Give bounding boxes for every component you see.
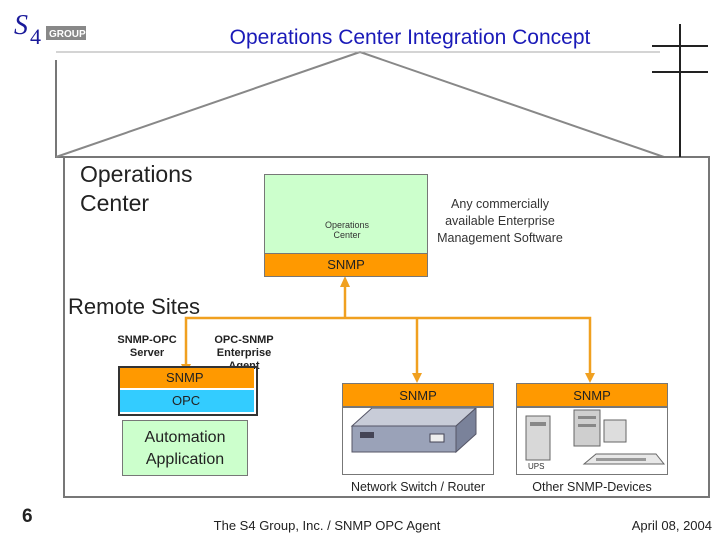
other-devices-snmp-bar: SNMP — [516, 383, 668, 408]
stack-opc-layer: OPC — [120, 390, 254, 412]
modem-icon — [582, 419, 666, 465]
server-icon — [573, 409, 601, 447]
enterprise-software-label: Any commercially available Enterprise Ma… — [437, 197, 563, 245]
house-roof — [55, 60, 664, 158]
ups-icon — [525, 415, 551, 461]
footer-company: The S4 Group, Inc. / SNMP OPC Agent — [213, 518, 441, 533]
house-body — [63, 156, 710, 498]
network-switch-box — [342, 406, 494, 475]
s4-group-logo: S 4 GROUP — [6, 4, 88, 49]
footer-date: April 08, 2004 — [631, 518, 712, 533]
remote-sites-label: Remote Sites — [68, 294, 201, 319]
page-title: Operations Center Integration Concept — [229, 26, 591, 49]
roof-left-slope — [55, 51, 361, 158]
other-devices-box — [516, 406, 668, 475]
stack-snmp-layer: SNMP — [120, 368, 254, 388]
operations-center-label: Operations Center — [80, 161, 193, 216]
other-devices-label: Other SNMP-Devices — [532, 480, 652, 494]
svg-text:GROUP: GROUP — [49, 29, 86, 40]
network-switch-snmp-bar: SNMP — [342, 383, 494, 408]
snmp-opc-server-label: SNMP-OPC Server — [117, 334, 177, 359]
page-number: 6 — [22, 506, 33, 527]
network-switch-label: Network Switch / Router — [350, 480, 486, 494]
connection-lines — [184, 285, 592, 375]
opc-snmp-stack — [118, 366, 258, 416]
enterprise-management-box — [264, 174, 428, 255]
automation-application-box: Automation Application — [122, 420, 248, 476]
roof-right-slope — [359, 51, 665, 158]
ops-center-snmp-bar: SNMP — [264, 253, 428, 277]
svg-text:S: S — [14, 10, 28, 41]
svg-text:4: 4 — [30, 24, 41, 48]
ups-label: UPS — [528, 462, 545, 471]
network-switch-icon — [350, 406, 478, 454]
computer-icon-label: Operations Center — [324, 220, 370, 240]
